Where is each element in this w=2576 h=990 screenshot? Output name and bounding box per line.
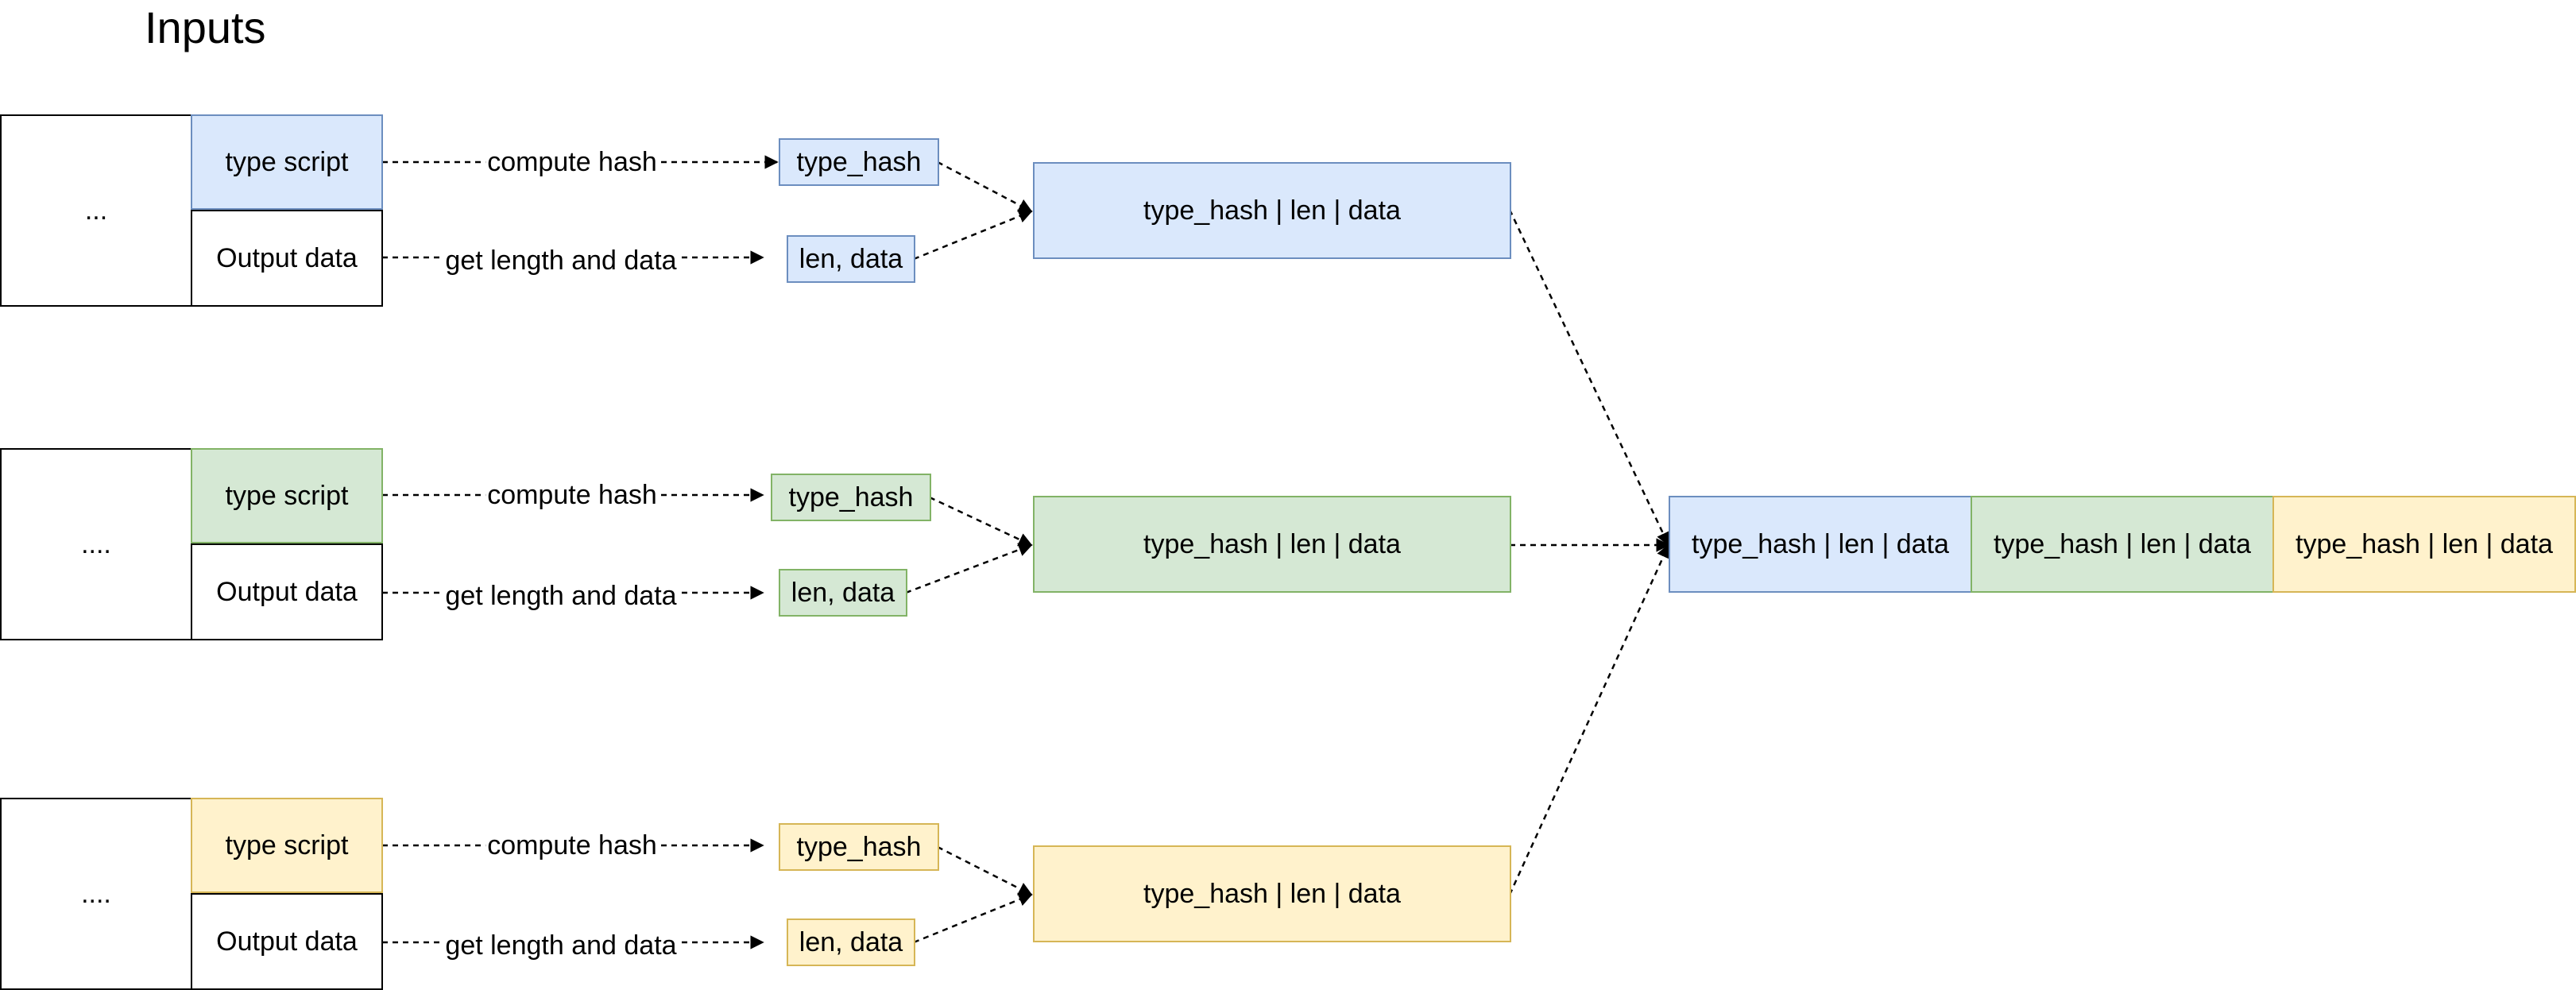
input-cell-3: .... <box>0 798 192 990</box>
edge-hash-to-combined-3 <box>937 845 1033 896</box>
input-cell-ellipsis: .... <box>81 528 111 559</box>
combined-box-1: type_hash | len | data <box>1033 162 1511 259</box>
len-data-box-3: len, data <box>787 918 915 966</box>
result-segment-label: type_hash | len | data <box>2296 528 2553 559</box>
input-cell-ellipsis: ... <box>84 195 108 226</box>
type-script-box-3: type script <box>191 798 383 893</box>
input-cell-ellipsis: .... <box>81 878 111 909</box>
get-length-label-3: get length and data <box>443 930 679 961</box>
edge-lendata-to-combined-2 <box>905 543 1033 594</box>
result-segment-label: type_hash | len | data <box>1994 528 2251 559</box>
combined-box-3: type_hash | len | data <box>1033 845 1511 942</box>
type-hash-box-1: type_hash <box>779 138 939 186</box>
result-segment-1: type_hash | len | data <box>1669 496 1972 593</box>
combined-label: type_hash | len | data <box>1143 195 1401 226</box>
edge-lendata-to-combined-1 <box>913 209 1033 261</box>
type-script-box-1: type script <box>191 114 383 210</box>
type-hash-label: type_hash <box>796 831 922 862</box>
type-script-label: type script <box>225 480 349 511</box>
get-length-label-2: get length and data <box>443 580 679 612</box>
combined-label: type_hash | len | data <box>1143 528 1401 559</box>
edge-combined1-to-result <box>1508 209 1670 547</box>
result-segment-2: type_hash | len | data <box>1971 496 2274 593</box>
input-cell-2: .... <box>0 448 192 640</box>
type-hash-label: type_hash <box>788 481 914 512</box>
output-data-label: Output data <box>216 242 358 273</box>
type-script-label: type script <box>225 146 349 177</box>
type-hash-box-3: type_hash <box>779 823 939 871</box>
compute-hash-label-1: compute hash <box>485 146 659 178</box>
input-cell-1: ... <box>0 114 192 307</box>
len-data-box-1: len, data <box>787 235 915 283</box>
output-data-box-3: Output data <box>191 893 383 990</box>
diagram-title: Inputs <box>145 2 266 52</box>
edge-combined3-to-result <box>1508 543 1670 895</box>
len-data-box-2: len, data <box>779 569 907 617</box>
output-data-box-2: Output data <box>191 543 383 640</box>
compute-hash-label-3: compute hash <box>485 830 659 861</box>
output-data-label: Output data <box>216 576 358 607</box>
type-script-label: type script <box>225 830 349 860</box>
edge-hash-to-combined-1 <box>937 160 1033 213</box>
len-data-label: len, data <box>799 243 903 274</box>
type-hash-box-2: type_hash <box>771 474 931 521</box>
output-data-box-1: Output data <box>191 210 383 307</box>
len-data-label: len, data <box>791 577 895 608</box>
output-data-label: Output data <box>216 926 358 957</box>
get-length-label-1: get length and data <box>443 245 679 277</box>
result-segment-3: type_hash | len | data <box>2272 496 2576 593</box>
compute-hash-label-2: compute hash <box>485 479 659 511</box>
edge-lendata-to-combined-3 <box>913 892 1033 944</box>
type-hash-label: type_hash <box>796 146 922 177</box>
len-data-label: len, data <box>799 926 903 957</box>
result-segment-label: type_hash | len | data <box>1692 528 1949 559</box>
type-script-box-2: type script <box>191 448 383 543</box>
edge-hash-to-combined-2 <box>929 496 1033 547</box>
combined-label: type_hash | len | data <box>1143 878 1401 909</box>
combined-box-2: type_hash | len | data <box>1033 496 1511 593</box>
